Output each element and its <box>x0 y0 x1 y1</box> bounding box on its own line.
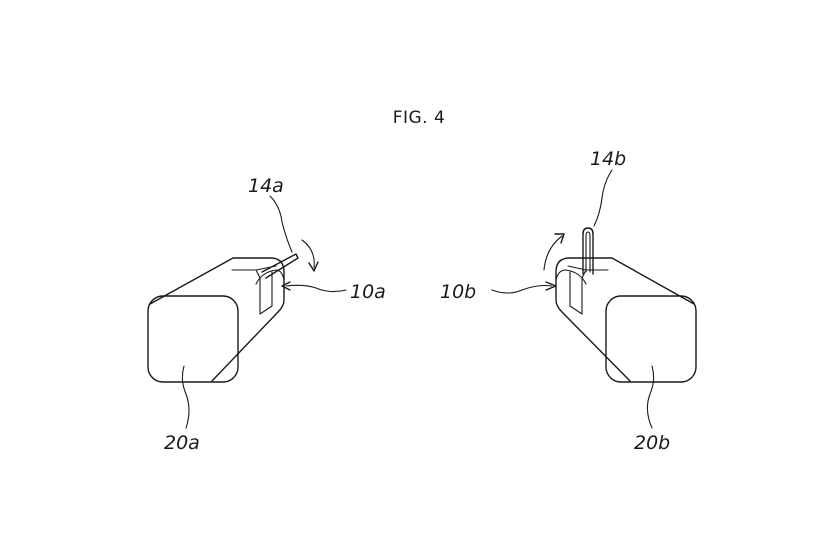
leader-14a <box>269 195 293 253</box>
device-b-body-outline <box>555 257 695 382</box>
label-20b: 20b <box>634 432 670 454</box>
label-10b: 10b <box>440 281 476 303</box>
leader-20a <box>181 365 190 429</box>
device-b-lever-inner <box>585 231 591 273</box>
device-b <box>491 169 697 429</box>
device-b-front-face <box>605 295 697 383</box>
device-a-body-outline <box>149 257 285 382</box>
device-a-front-face <box>147 295 239 383</box>
arrowhead-10a <box>281 281 291 291</box>
device-a-lever <box>261 253 299 279</box>
leader-20b <box>646 365 655 429</box>
label-10a: 10a <box>350 281 386 303</box>
leader-10a <box>285 284 347 293</box>
device-a <box>147 195 347 429</box>
arrowhead-10b <box>545 281 557 291</box>
device-a-arrowhead <box>308 261 319 272</box>
leader-10b <box>491 284 553 294</box>
figure-title: FIG. 4 <box>393 108 446 128</box>
device-b-arrowhead <box>554 233 565 244</box>
device-b-slot <box>567 265 609 315</box>
device-a-latch <box>255 269 285 285</box>
device-a-slot <box>231 265 277 315</box>
device-b-latch <box>555 269 587 285</box>
device-a-rotation-arrow <box>301 239 315 269</box>
leader-14b <box>593 169 613 227</box>
label-14a: 14a <box>248 175 284 197</box>
label-20a: 20a <box>164 432 200 454</box>
device-b-lever <box>582 227 594 275</box>
device-b-rotation-arrow <box>543 235 563 271</box>
label-14b: 14b <box>590 148 626 170</box>
